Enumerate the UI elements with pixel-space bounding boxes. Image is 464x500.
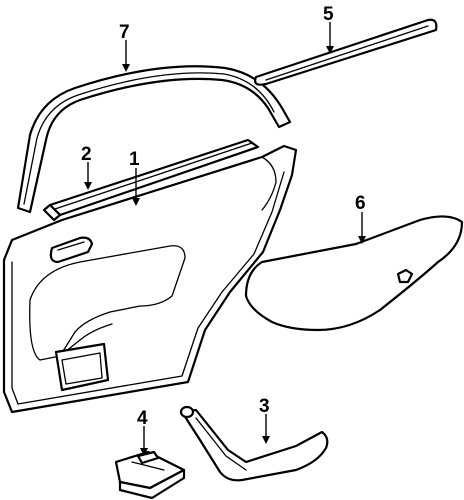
- part-4-ashtray-pocket: [114, 450, 186, 500]
- arrowhead-7: [122, 64, 130, 72]
- arrowhead-4: [140, 448, 148, 456]
- arrowhead-6: [358, 236, 366, 244]
- part-2-weatherstrip: [42, 138, 260, 222]
- arrowhead-2: [84, 182, 92, 190]
- callout-6: 6: [355, 193, 366, 214]
- callout-7: 7: [119, 22, 130, 43]
- callout-1: 1: [129, 149, 140, 170]
- callout-4: 4: [137, 408, 148, 429]
- leader-lines: [84, 22, 366, 456]
- part-5-belt-moulding: [254, 18, 438, 86]
- part-6-insulator-pad: [244, 215, 464, 332]
- arrowhead-1: [132, 198, 140, 206]
- callout-labels: 7 5 2 1 6 3 4: [81, 4, 366, 429]
- part-1-door-trim-panel: [2, 144, 298, 414]
- callout-5: 5: [323, 4, 334, 25]
- part-3-armrest-pull-handle: [179, 405, 329, 482]
- callout-3: 3: [259, 396, 270, 417]
- arrowhead-5: [326, 46, 334, 54]
- arrowhead-3: [262, 436, 270, 444]
- part-7-window-frame-moulding: [16, 65, 292, 214]
- callout-2: 2: [81, 144, 92, 165]
